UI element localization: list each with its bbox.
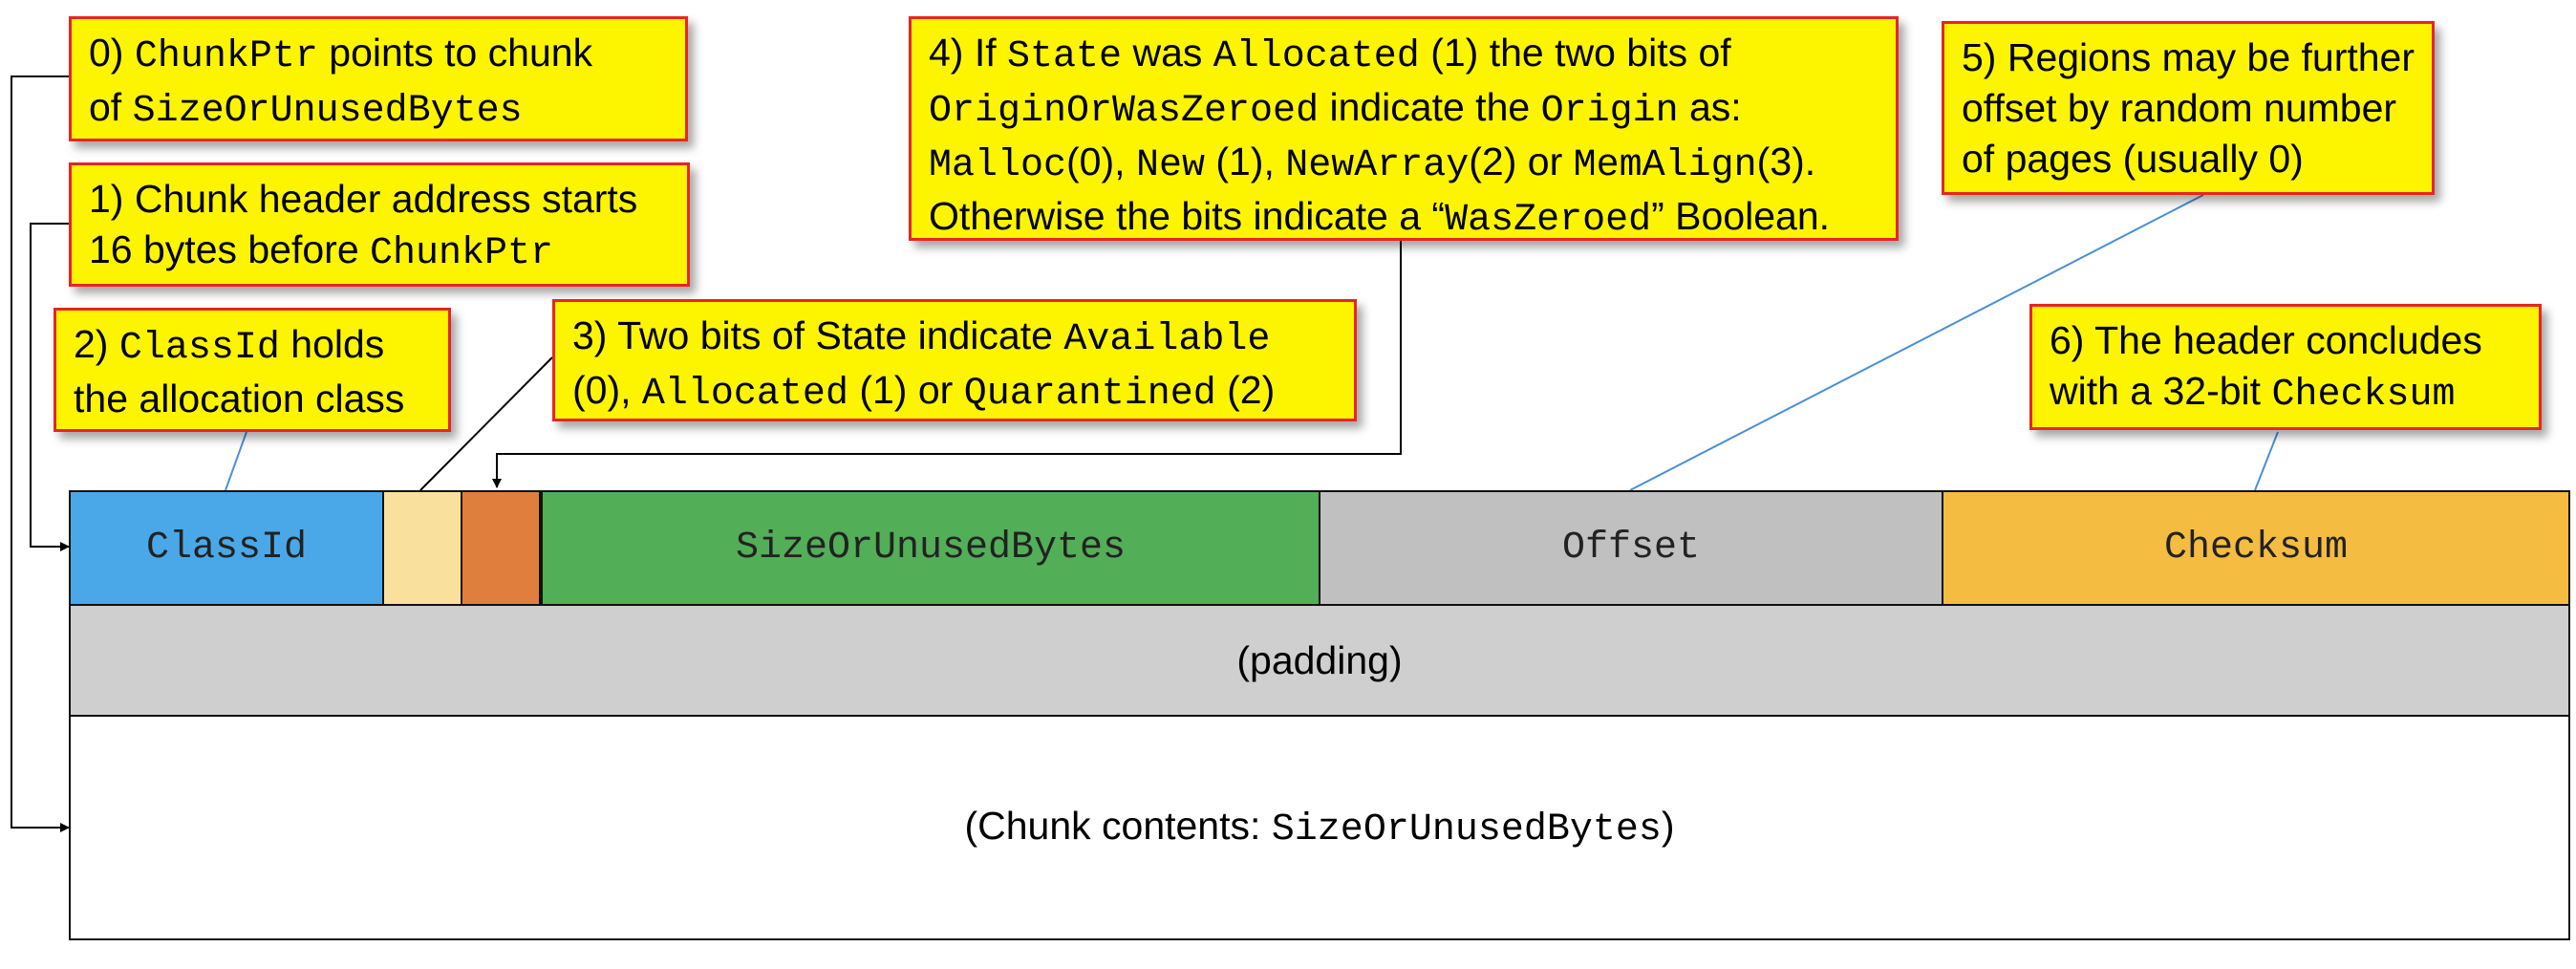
note-0-line-2: of SizeOrUnusedBytes (89, 85, 523, 133)
note-6-line-2: with a 32-bit Checksum (2050, 369, 2456, 417)
chunk-contents-field: SizeOrUnusedBytes (1271, 808, 1662, 851)
note-4-line-2: OriginOrWasZeroed indicate the Origin as… (929, 85, 1742, 133)
padding-row: (padding) (69, 604, 2570, 717)
note-0-line-1: 0) ChunkPtr points to chunk (89, 31, 593, 78)
note-2-classid: 2) ClassId holds the allocation class (54, 308, 451, 432)
chunk-contents-row: (Chunk contents: SizeOrUnusedBytes) (69, 715, 2570, 940)
field-state-bits (461, 490, 541, 606)
note-2-line-2: the allocation class (74, 377, 405, 420)
note-3-line-1: 3) Two bits of State indicate Available (572, 313, 1271, 361)
note-5-line-1: 5) Regions may be further (1962, 35, 2415, 79)
padding-label: (padding) (1236, 637, 1403, 682)
arrow-header-start (30, 223, 70, 551)
note-3-line-2: (0), Allocated (1) or Quarantined (2) (572, 368, 1276, 416)
chunk-contents-close: ) (1661, 804, 1675, 848)
field-size-label: SizeOrUnusedBytes (735, 527, 1127, 570)
note-1-header-address: 1) Chunk header address starts 16 bytes … (69, 162, 690, 287)
note-5-line-3: of pages (usually 0) (1962, 137, 2304, 181)
note-6-checksum: 6) The header concludes with a 32-bit Ch… (2029, 304, 2542, 430)
field-origin-bits (382, 490, 462, 606)
note-2-line-1: 2) ClassId holds (74, 322, 385, 370)
line-offset (1629, 194, 2204, 491)
note-4-origin: 4) If State was Allocated (1) the two bi… (909, 16, 1899, 242)
note-4-line-1: 4) If State was Allocated (1) the two bi… (929, 31, 1731, 78)
chunk-contents-label: (Chunk contents: SizeOrUnusedBytes) (964, 804, 1674, 851)
field-checksum: Checksum (1942, 490, 2570, 606)
field-size: SizeOrUnusedBytes (539, 490, 1320, 606)
field-classid: ClassId (69, 490, 384, 606)
note-1-line-2: 16 bytes before ChunkPtr (89, 227, 554, 275)
field-offset-label: Offset (1561, 527, 1701, 570)
chunk-contents-text: (Chunk contents: (964, 804, 1272, 848)
note-5-line-2: offset by random number (1962, 86, 2397, 130)
note-4-line-4: Otherwise the bits indicate a “WasZeroed… (929, 194, 1831, 242)
note-0-chunkptr: 0) ChunkPtr points to chunk of SizeOrUnu… (69, 16, 688, 141)
arrow-origin-bits (492, 241, 1402, 488)
line-state-bits (419, 356, 553, 491)
note-6-line-1: 6) The header concludes (2050, 318, 2482, 362)
note-5-offset: 5) Regions may be further offset by rand… (1942, 21, 2435, 195)
line-classid (225, 431, 247, 491)
field-classid-label: ClassId (145, 527, 308, 570)
arrow-chunkptr-to-contents (11, 75, 70, 832)
field-checksum-label: Checksum (2163, 527, 2349, 570)
note-4-line-3: Malloc(0), New (1), NewArray(2) or MemAl… (929, 140, 1816, 187)
line-checksum (2254, 431, 2279, 491)
note-1-line-1: 1) Chunk header address starts (89, 177, 638, 221)
note-3-state-bits: 3) Two bits of State indicate Available … (552, 299, 1357, 421)
field-offset: Offset (1319, 490, 1943, 606)
